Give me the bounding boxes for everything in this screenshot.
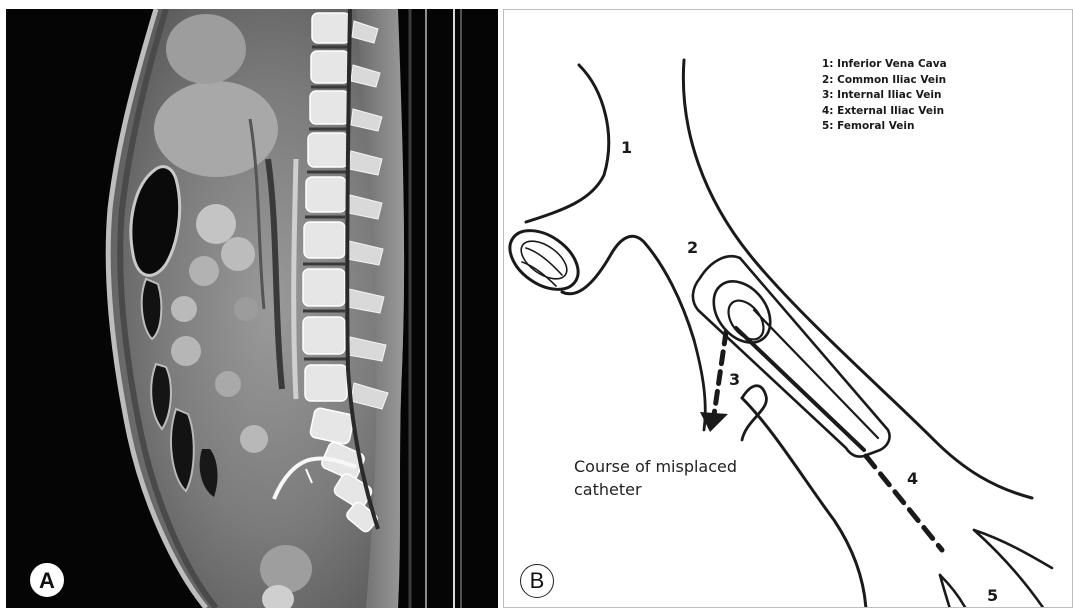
legend-item: 5: Femoral Vein [822, 119, 947, 135]
catheter-projected-path [866, 456, 942, 550]
vein-schematic [504, 10, 1073, 608]
cut-vessel-end [504, 219, 589, 302]
legend-item: 4: External Iliac Vein [822, 104, 947, 120]
ct-scan-panel: A [6, 9, 498, 608]
panel-label-a: A [30, 563, 64, 597]
label-femoral: 5 [987, 586, 998, 605]
legend: 1: Inferior Vena Cava 2: Common Iliac Ve… [822, 57, 947, 135]
panel-label-b: B [520, 564, 554, 598]
catheter-tube [736, 328, 864, 450]
ivc-left-wall [526, 65, 609, 222]
label-ivc: 1 [621, 138, 632, 157]
misplaced-catheter-caption: Course of misplaced catheter [574, 455, 794, 501]
misplaced-catheter-path [714, 332, 726, 415]
external-iliac-lower-wall [742, 398, 866, 608]
label-internal-iliac: 3 [729, 370, 740, 389]
diagram-panel: 1: Inferior Vena Cava 2: Common Iliac Ve… [503, 9, 1073, 608]
label-external-iliac: 4 [907, 469, 918, 488]
legend-item: 1: Inferior Vena Cava [822, 57, 947, 73]
legend-item: 2: Common Iliac Vein [822, 73, 947, 89]
label-common-iliac: 2 [687, 238, 698, 257]
legend-item: 3: Internal Iliac Vein [822, 88, 947, 104]
ct-sagittal-image [6, 9, 498, 608]
